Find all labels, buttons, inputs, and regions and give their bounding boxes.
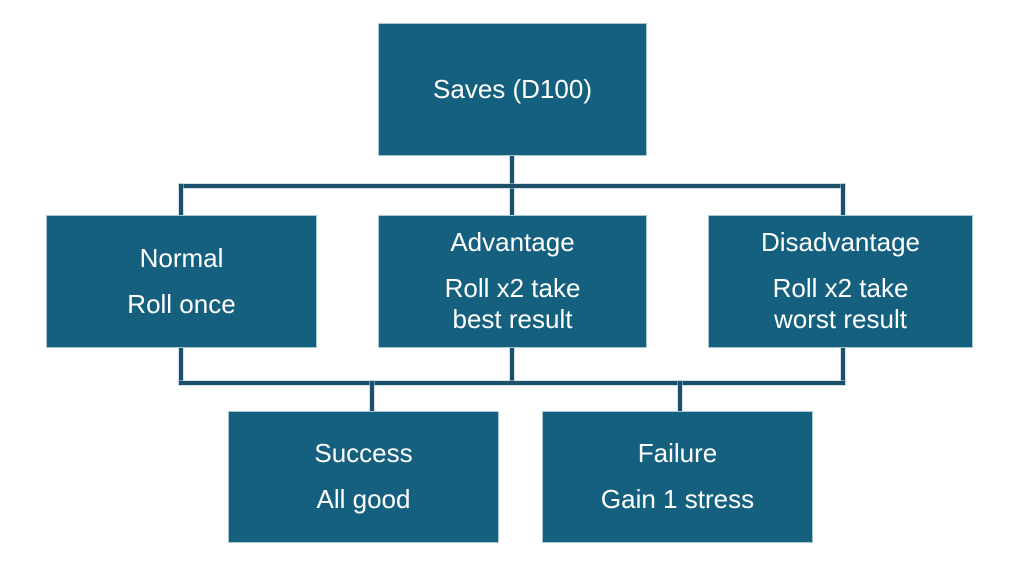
node-success-subtitle: All good <box>316 484 411 514</box>
node-disadvantage: Disadvantage Roll x2 take worst result <box>708 215 973 348</box>
connector-upper-horizontal-bus <box>179 184 845 188</box>
connector-disadvantage-to-outcomes <box>841 348 845 384</box>
connector-bus-to-failure <box>678 381 682 412</box>
node-disadvantage-title: Disadvantage <box>761 226 920 257</box>
connector-bus-to-normal <box>179 184 183 216</box>
node-normal: Normal Roll once <box>46 215 317 348</box>
connector-advantage-to-outcomes <box>510 348 514 384</box>
node-normal-title: Normal <box>139 242 224 273</box>
node-success: Success All good <box>228 411 499 543</box>
node-disadvantage-subtitle: Roll x2 take worst result <box>772 272 909 335</box>
node-saves: Saves (D100) <box>378 23 647 156</box>
node-success-title: Success <box>314 438 413 469</box>
node-saves-title: Saves (D100) <box>433 73 592 104</box>
node-failure-title: Failure <box>637 438 718 469</box>
connector-bus-to-success <box>370 381 374 412</box>
node-failure-subtitle: Gain 1 stress <box>600 484 755 514</box>
connector-lower-horizontal-bus <box>179 381 845 385</box>
node-advantage-subtitle: Roll x2 take best result <box>444 272 581 335</box>
node-advantage-title: Advantage <box>450 226 575 257</box>
node-failure: Failure Gain 1 stress <box>542 411 813 543</box>
node-normal-subtitle: Roll once <box>127 288 236 319</box>
node-advantage: Advantage Roll x2 take best result <box>378 215 647 348</box>
connector-normal-to-outcomes <box>179 348 183 384</box>
connector-bus-to-disadvantage <box>841 184 845 216</box>
